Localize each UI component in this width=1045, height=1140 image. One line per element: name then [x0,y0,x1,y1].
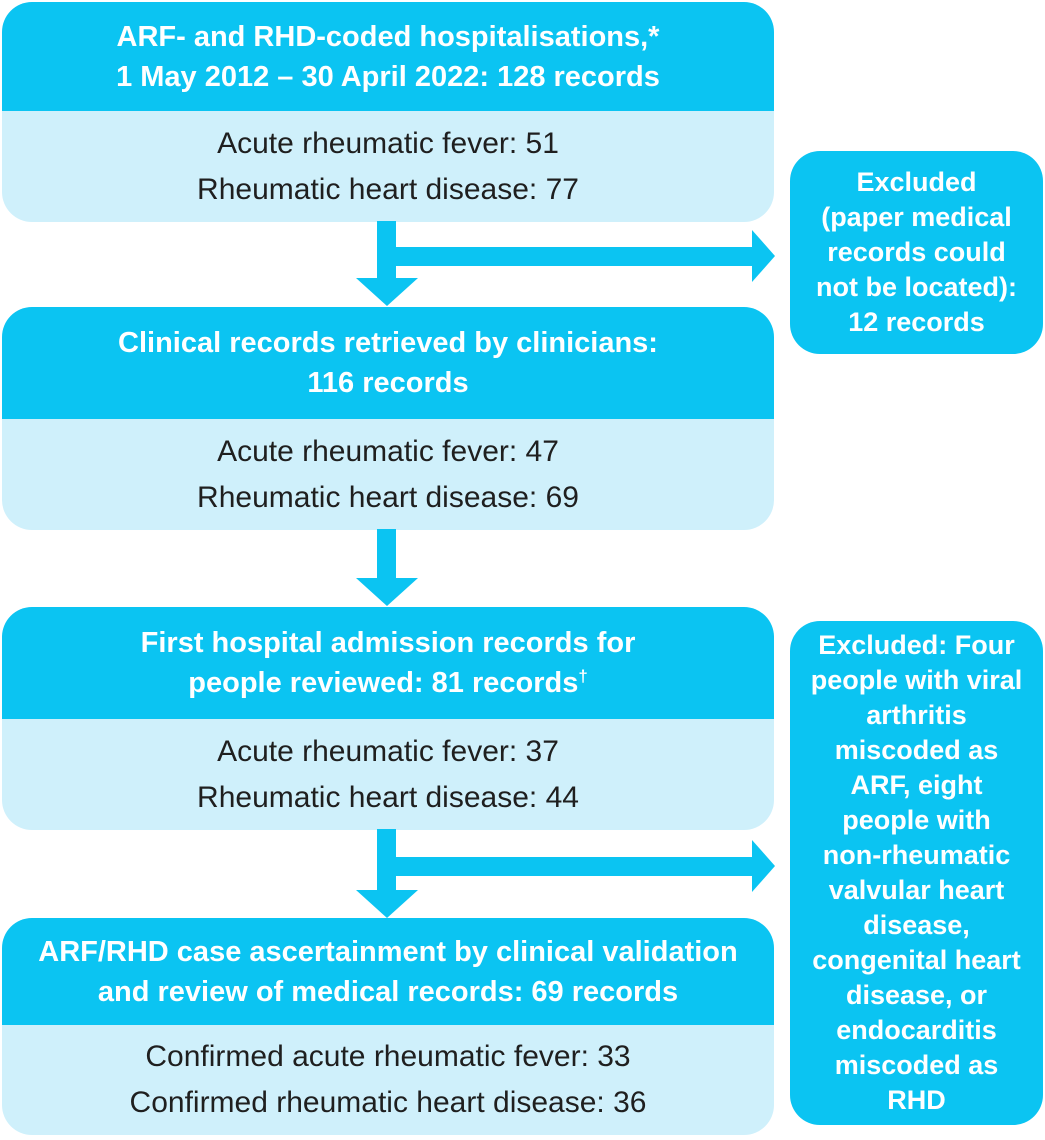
step1-detail-rhd: Rheumatic heart disease: 77 [197,172,579,206]
step3-header: First hospital admission records for peo… [2,607,774,719]
step4-title-text: ARF/RHD case ascertainment by clinical v… [38,935,738,1008]
step1-details: Acute rheumatic fever: 51 Rheumatic hear… [2,111,774,222]
arrow3-right-head-icon [752,840,775,892]
step4-detail-confirmed-rhd: Confirmed rheumatic heart disease: 36 [129,1086,647,1119]
excluded-box-paper-records: Excluded (paper medical records could no… [790,151,1043,354]
arrow2-down-stem [377,529,396,579]
excluded1-text: Excluded (paper medical records could no… [816,167,1017,337]
arrow2-down-head-icon [356,578,418,606]
step-box-records-retrieved: Clinical records retrieved by clinicians… [2,307,774,530]
step1-title-text: ARF- and RHD-coded hospitalisations,* 1 … [116,20,660,93]
excluded2-text: Excluded: Four people with viral arthrit… [810,630,1023,1115]
arrow3-down-head-icon [356,890,418,918]
step4-detail-confirmed-arf: Confirmed acute rheumatic fever: 33 [145,1040,631,1073]
step-box-first-admission: First hospital admission records for peo… [2,607,774,830]
step4-details: Confirmed acute rheumatic fever: 33 Conf… [2,1025,774,1135]
step-box-case-ascertainment: ARF/RHD case ascertainment by clinical v… [2,918,774,1135]
step2-detail-rhd: Rheumatic heart disease: 69 [197,480,579,514]
step4-title: ARF/RHD case ascertainment by clinical v… [38,932,737,1012]
step3-detail-arf: Acute rheumatic fever: 37 [217,734,559,768]
step3-title: First hospital admission records for peo… [141,623,636,703]
step1-title: ARF- and RHD-coded hospitalisations,* 1 … [116,17,660,97]
step2-details: Acute rheumatic fever: 47 Rheumatic hear… [2,419,774,530]
step1-header: ARF- and RHD-coded hospitalisations,* 1 … [2,2,774,111]
step3-dagger: † [578,666,588,686]
arrow1-down-head-icon [356,278,418,306]
arrow1-right-head-icon [752,230,775,282]
step2-header: Clinical records retrieved by clinicians… [2,307,774,419]
step4-header: ARF/RHD case ascertainment by clinical v… [2,918,774,1025]
step1-detail-arf: Acute rheumatic fever: 51 [217,126,559,160]
step2-title-text: Clinical records retrieved by clinicians… [118,327,658,399]
step3-detail-rhd: Rheumatic heart disease: 44 [197,780,579,814]
step3-title-text: First hospital admission records for peo… [140,627,636,699]
step2-detail-arf: Acute rheumatic fever: 47 [217,434,559,468]
step3-details: Acute rheumatic fever: 37 Rheumatic hear… [2,719,774,830]
arrow3-right-stem [386,857,753,876]
excluded-box-miscoded: Excluded: Four people with viral arthrit… [790,621,1043,1125]
step2-title: Clinical records retrieved by clinicians… [118,323,658,403]
step-box-coded-hospitalisations: ARF- and RHD-coded hospitalisations,* 1 … [2,2,774,222]
arrow1-right-stem [386,247,753,266]
